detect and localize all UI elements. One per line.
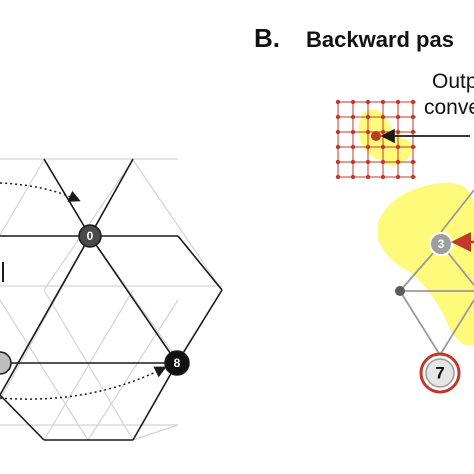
panel-b-letter: B.	[254, 23, 280, 53]
highlight-mesh-blob	[378, 182, 474, 346]
node-partial-left	[0, 351, 12, 375]
small-node	[395, 286, 405, 296]
node-3: 3	[429, 232, 453, 256]
panel-a-hex-mesh: 0 8	[0, 158, 223, 441]
light-mesh	[0, 158, 223, 441]
node-7: 7	[419, 352, 461, 394]
dotted-arrow-to-node-8	[0, 366, 167, 400]
grid-center-dot	[371, 131, 381, 141]
panel-b-title: Backward pas	[306, 27, 454, 52]
node-8-label: 8	[174, 356, 181, 370]
node-0-label: 0	[87, 229, 94, 243]
node-8: 8	[164, 350, 190, 376]
output-label-line1: Outp	[432, 70, 474, 93]
node-0: 0	[78, 224, 102, 248]
node-7-label: 7	[435, 364, 444, 383]
grid-dots	[335, 99, 416, 180]
dark-mesh	[0, 158, 223, 441]
output-convolution-grid	[335, 99, 416, 180]
output-label-line2: conve	[424, 96, 474, 119]
node-3-label: 3	[438, 237, 445, 251]
